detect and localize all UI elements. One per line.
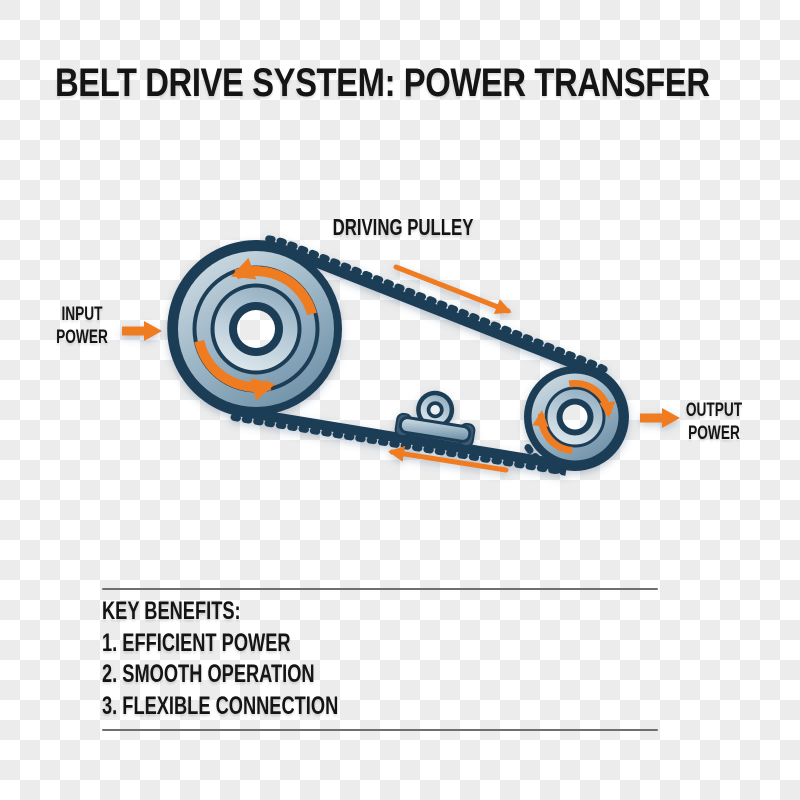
output-power-label: OUTPUT POWER (686, 400, 742, 445)
benefits-section: KEY BENEFITS: 1. EFFICIENT POWER 2. SMOO… (102, 596, 338, 722)
benefits-heading: KEY BENEFITS: (102, 597, 241, 625)
benefit-item: 1. EFFICIENT POWER (102, 628, 291, 657)
input-power-arrow-icon (122, 321, 162, 341)
driving-pulley-label: DRIVING PULLEY (332, 214, 474, 240)
rotation-arrow-small-right-icon (568, 380, 616, 419)
rotation-arrow-large-top-icon (230, 257, 317, 316)
output-power-label-line1: OUTPUT (685, 400, 743, 421)
machine-group (122, 235, 680, 476)
small-pulley-driven (524, 366, 626, 468)
belt-teeth-upper (265, 235, 611, 375)
large-pulley-driver (170, 243, 342, 415)
belt-teeth-lower (230, 413, 567, 476)
output-power-label-line2: POWER (688, 422, 740, 444)
small-pulley-shaft-hole (562, 404, 588, 430)
benefit-item: 2. SMOOTH OPERATION (102, 660, 315, 688)
benefit-item: 3. FLEXIBLE CONNECTION (102, 691, 339, 720)
input-power-label: INPUT POWER (56, 304, 108, 349)
divider-bottom (102, 729, 658, 731)
input-power-label-line2: POWER (56, 326, 108, 348)
belt-direction-arrow-top-icon (393, 264, 512, 315)
rotation-arrow-small-left-icon (532, 410, 573, 454)
belt-direction-arrow-bottom-icon (388, 445, 509, 473)
tensioner-wheel-center (430, 404, 440, 415)
rotation-arrow-large-bottom-icon (194, 339, 276, 401)
divider-top (102, 588, 658, 590)
tensioner-pulley (394, 390, 476, 448)
output-power-arrow-icon (640, 408, 680, 428)
page-title: BELT DRIVE SYSTEM: POWER TRANSFER (55, 61, 710, 105)
tensioner-bracket (398, 416, 472, 443)
large-pulley-shaft-hole (237, 310, 275, 348)
input-power-label-line1: INPUT (61, 304, 103, 325)
